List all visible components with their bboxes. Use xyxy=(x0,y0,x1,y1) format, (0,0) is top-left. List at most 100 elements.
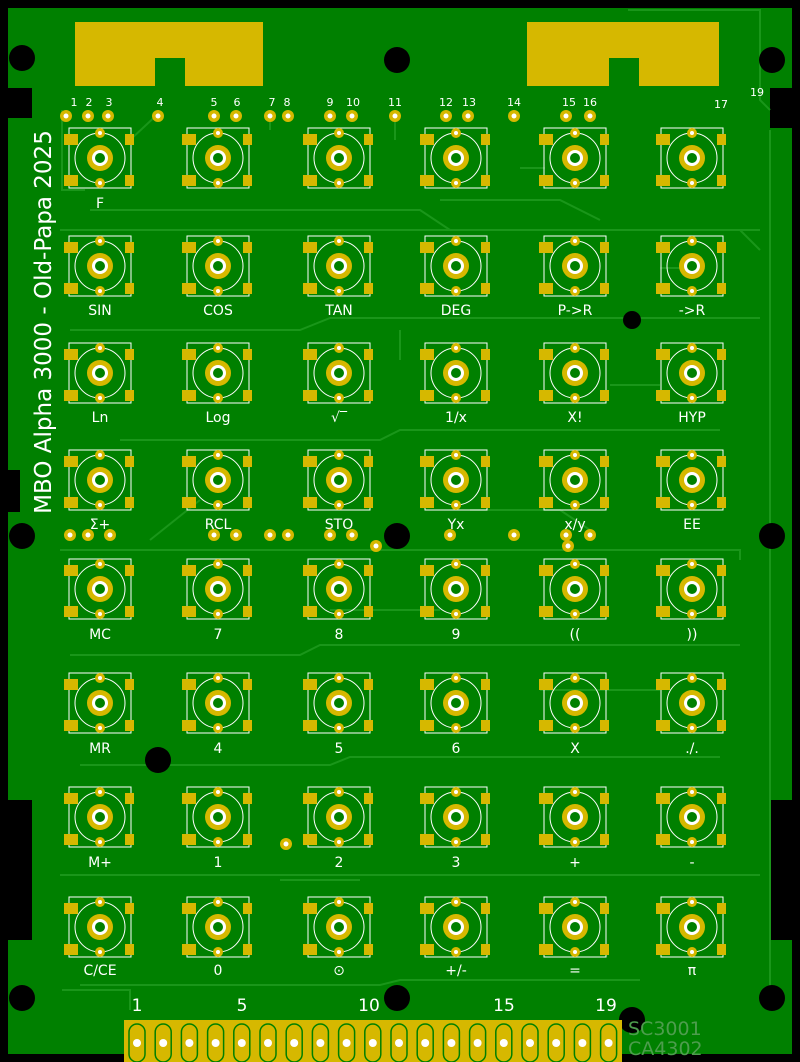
connector-pin-hole xyxy=(159,1039,168,1047)
key-switch xyxy=(182,342,252,404)
mounting-hole xyxy=(384,523,410,549)
mounting-hole xyxy=(759,985,785,1011)
via-hole xyxy=(443,113,449,119)
connector-pin-hole xyxy=(342,1039,351,1047)
key-switch xyxy=(182,896,252,958)
trace xyxy=(60,549,741,560)
key-label: Ln xyxy=(91,410,109,426)
pin-number-label: 3 xyxy=(105,96,113,109)
key-label: x/y xyxy=(564,517,586,533)
key-switch xyxy=(303,558,373,620)
key-switch xyxy=(420,449,490,511)
via-hole xyxy=(211,113,217,119)
via-hole xyxy=(447,532,453,538)
pin-number-label: 6 xyxy=(233,96,241,109)
connector-pin-hole xyxy=(316,1039,325,1047)
trace xyxy=(440,199,601,221)
key-label: STO xyxy=(324,517,354,533)
key-label: 9 xyxy=(451,627,461,643)
key-label: X! xyxy=(567,410,583,426)
connector-pin-hole xyxy=(578,1039,587,1047)
via-hole xyxy=(511,113,517,119)
connector-pin-label: 15 xyxy=(493,996,515,1016)
key-label: EE xyxy=(683,517,701,533)
trace xyxy=(90,209,761,251)
via-hole xyxy=(587,532,593,538)
key-label: - xyxy=(689,855,695,871)
key-switch xyxy=(539,342,609,404)
key-switch xyxy=(420,127,490,189)
key-label: 6 xyxy=(451,741,461,757)
via-hole xyxy=(565,543,571,549)
board-code-1: SC3001 xyxy=(628,1018,702,1040)
key-label: ⊙ xyxy=(333,963,345,979)
via-hole xyxy=(233,113,239,119)
pin-number-label: 5 xyxy=(210,96,218,109)
key-switch xyxy=(656,235,726,297)
via-hole xyxy=(107,532,113,538)
key-switch xyxy=(182,672,252,734)
key-label: Σ+ xyxy=(89,517,111,533)
mounting-hole xyxy=(759,523,785,549)
key-switch xyxy=(420,786,490,848)
mounting-hole xyxy=(145,747,171,773)
pin-number-label: 8 xyxy=(283,96,291,109)
key-switch xyxy=(182,127,252,189)
via-hole xyxy=(233,532,239,538)
trace xyxy=(61,110,85,191)
key-switch xyxy=(539,449,609,511)
key-label: √‾ xyxy=(331,410,347,426)
via-hole xyxy=(85,532,91,538)
key-label: SIN xyxy=(88,303,112,319)
connector-pin-label: 1 xyxy=(131,996,143,1016)
key-label: +/- xyxy=(445,963,467,979)
pin-number-label: 13 xyxy=(462,96,476,109)
pin-number-label: 16 xyxy=(583,96,597,109)
pin-number-label: 14 xyxy=(507,96,521,109)
key-switch xyxy=(64,672,134,734)
board-code-2: CA4302 xyxy=(628,1038,703,1060)
trace xyxy=(80,756,720,766)
key-label: MR xyxy=(89,741,111,757)
via-hole xyxy=(285,113,291,119)
trace xyxy=(62,989,131,1010)
board-title: MBO Alpha 3000 - Old-Papa 2025 xyxy=(31,130,57,514)
key-switch xyxy=(539,672,609,734)
connector-pin-hole xyxy=(237,1039,246,1047)
key-switch xyxy=(182,786,252,848)
copper-fill xyxy=(185,22,263,58)
via-hole xyxy=(211,532,217,538)
copper-fill xyxy=(75,22,155,86)
key-switch xyxy=(420,342,490,404)
key-label: 2 xyxy=(334,855,344,871)
key-switch xyxy=(420,558,490,620)
key-label: (( xyxy=(569,627,581,643)
key-label: = xyxy=(569,963,581,979)
key-label: MC xyxy=(89,627,111,643)
connector-pin-hole xyxy=(264,1039,272,1047)
via-hole xyxy=(373,543,379,549)
pin-number-label: 12 xyxy=(439,96,453,109)
trace xyxy=(70,317,760,331)
pin-number-label: 4 xyxy=(156,96,164,109)
trace xyxy=(80,979,640,986)
trace xyxy=(628,9,761,40)
key-label: RCL xyxy=(204,517,232,533)
mounting-hole xyxy=(384,985,410,1011)
connector-pin-label: 10 xyxy=(358,996,380,1016)
connector-pin-hole xyxy=(526,1039,534,1047)
key-label: 1/x xyxy=(445,410,467,426)
via-hole xyxy=(267,113,273,119)
connector-pin-hole xyxy=(421,1039,430,1047)
via-hole xyxy=(63,113,69,119)
key-switch xyxy=(303,786,373,848)
key-switch xyxy=(303,235,373,297)
connector-pin-hole xyxy=(368,1039,377,1047)
pin-number-label: 10 xyxy=(346,96,360,109)
pin-number-label: 19 xyxy=(750,86,764,99)
connector-pin-hole xyxy=(499,1039,508,1047)
key-label: + xyxy=(569,855,581,871)
mounting-hole xyxy=(623,311,641,329)
key-label: 4 xyxy=(213,741,223,757)
